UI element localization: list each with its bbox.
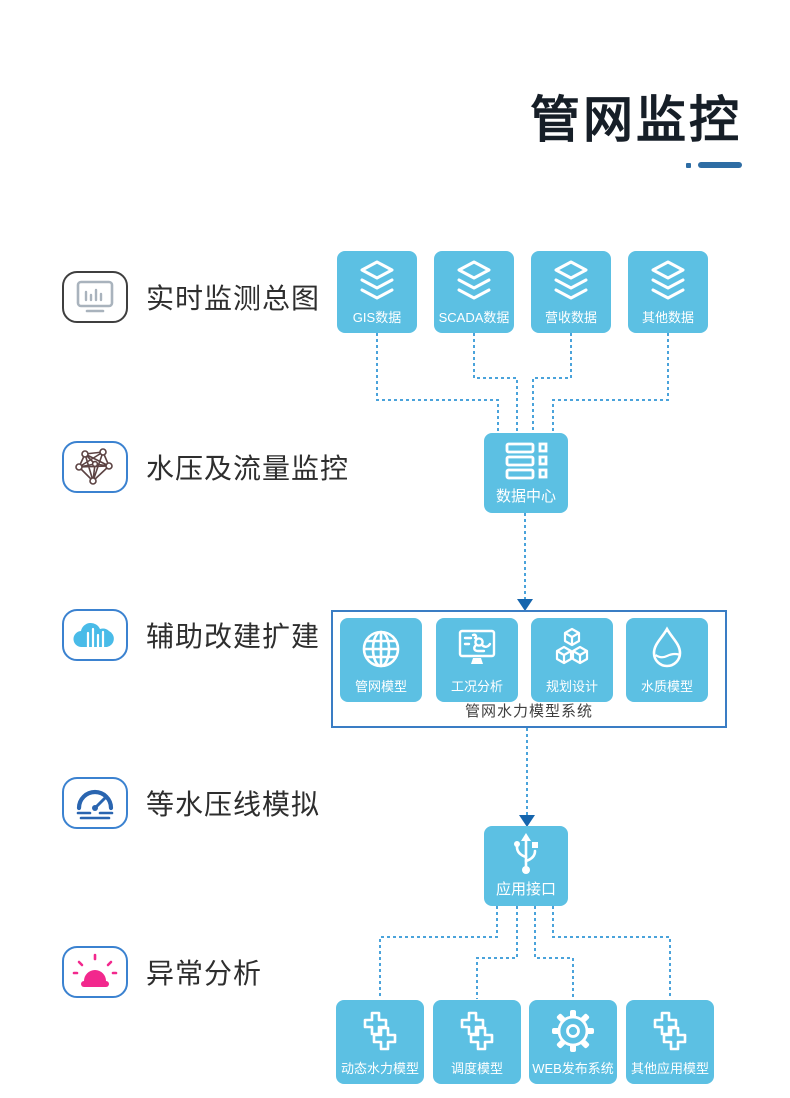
cubes-icon <box>548 618 596 676</box>
sidebar-item-realtime-monitor: 实时监测总图 <box>62 271 320 323</box>
sidebar-item-pressure-flow-monitor: 水压及流量监控 <box>62 441 349 493</box>
module-label: 规划设计 <box>545 679 598 694</box>
sidebar-item-label: 异常分析 <box>146 958 263 989</box>
module-box-water-quality-model: 水质模型 <box>626 618 708 702</box>
source-label: 其他数据 <box>641 310 694 325</box>
layers-icon <box>545 251 597 307</box>
modules-icon <box>646 1000 694 1058</box>
source-label: SCADA数据 <box>438 310 510 325</box>
module-box-condition-analysis: 工况分析 <box>436 618 518 702</box>
sidebar-item-rebuild-expand: 辅助改建扩建 <box>62 609 320 661</box>
modules-icon <box>356 1000 404 1058</box>
layers-icon <box>448 251 500 307</box>
sidebar-item-label: 辅助改建扩建 <box>146 621 321 652</box>
source-box-revenue: 营收数据 <box>531 251 611 333</box>
module-label: 工况分析 <box>450 679 503 694</box>
module-box-network-model: 管网模型 <box>340 618 422 702</box>
source-box-other: 其他数据 <box>628 251 708 333</box>
modules-icon <box>453 1000 501 1058</box>
app-label: WEB发布系统 <box>532 1061 614 1076</box>
app-label: 其他应用模型 <box>630 1061 709 1076</box>
app-box-dynamic-hydraulic-model: 动态水力模型 <box>336 1000 424 1084</box>
app-label: 调度模型 <box>450 1061 503 1076</box>
sidebar-item-label: 等水压线模拟 <box>146 789 321 820</box>
layers-icon <box>642 251 694 307</box>
model-system-container: 管网模型 工况分析 <box>331 610 727 728</box>
app-box-web-publish-system: WEB发布系统 <box>529 1000 617 1084</box>
monitor-diagram-icon <box>453 618 501 676</box>
underline-bar <box>698 162 742 168</box>
module-box-planning-design: 规划设计 <box>531 618 613 702</box>
data-center-box: 数据中心 <box>484 433 568 513</box>
network-graph-icon <box>62 441 128 493</box>
globe-icon <box>357 618 405 676</box>
gear-icon <box>549 1000 597 1058</box>
cloud-buildings-icon <box>62 609 128 661</box>
app-interface-box: 应用接口 <box>484 826 568 906</box>
data-center-label: 数据中心 <box>495 488 556 505</box>
alarm-siren-icon <box>62 946 128 998</box>
sidebar-item-label: 实时监测总图 <box>146 283 321 314</box>
usb-icon <box>503 826 549 878</box>
sidebar-item-label: 水压及流量监控 <box>146 453 350 484</box>
title-underline-mark <box>530 162 742 168</box>
source-box-scada: SCADA数据 <box>434 251 514 333</box>
water-drop-icon <box>643 618 691 676</box>
title-block: 管网监控 <box>530 80 742 168</box>
page-title: 管网监控 <box>530 92 742 148</box>
sidebar-item-anomaly-analysis: 异常分析 <box>62 946 262 998</box>
app-interface-label: 应用接口 <box>495 881 556 898</box>
gauge-icon <box>62 777 128 829</box>
app-box-other-application-model: 其他应用模型 <box>626 1000 714 1084</box>
server-list-icon <box>501 433 551 485</box>
layers-icon <box>351 251 403 307</box>
source-box-gis: GIS数据 <box>337 251 417 333</box>
source-label: GIS数据 <box>352 310 402 325</box>
module-label: 水质模型 <box>640 679 693 694</box>
source-label: 营收数据 <box>544 310 597 325</box>
app-box-dispatch-model: 调度模型 <box>433 1000 521 1084</box>
sidebar-item-isobar-simulation: 等水压线模拟 <box>62 777 320 829</box>
underline-dot <box>686 162 691 168</box>
app-label: 动态水力模型 <box>340 1061 419 1076</box>
monitor-chart-icon <box>62 271 128 323</box>
model-system-label: 管网水力模型系统 <box>464 703 593 720</box>
module-label: 管网模型 <box>354 679 407 694</box>
